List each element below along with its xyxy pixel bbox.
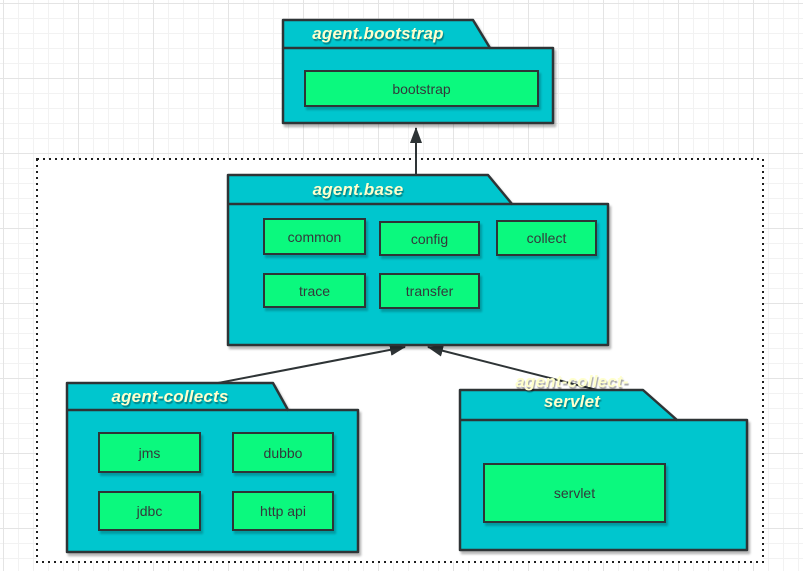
- dependency-arrows: [217, 127, 602, 392]
- module-http-api[interactable]: http api: [232, 491, 334, 531]
- module-common[interactable]: common: [263, 218, 366, 255]
- module-jms[interactable]: jms: [98, 432, 201, 473]
- module-transfer[interactable]: transfer: [379, 273, 480, 309]
- package-agent-collects-title: agent-collects: [111, 386, 229, 406]
- package-agent-bootstrap-title: agent.bootstrap: [312, 24, 444, 43]
- module-config[interactable]: config: [379, 221, 480, 256]
- module-collect[interactable]: collect: [496, 220, 597, 256]
- package-agent-collect-servlet-title: agent-collect-servlet: [515, 372, 629, 411]
- module-trace[interactable]: trace: [263, 273, 366, 308]
- arrow-collects-to-base[interactable]: [217, 343, 406, 384]
- package-agent-base-title: agent.base: [312, 179, 404, 199]
- arrow-collect-servlet-to-base[interactable]: [427, 344, 602, 392]
- module-bootstrap[interactable]: bootstrap: [304, 70, 539, 107]
- module-dubbo[interactable]: dubbo: [232, 432, 334, 473]
- module-jdbc[interactable]: jdbc: [98, 491, 201, 531]
- module-servlet[interactable]: servlet: [483, 463, 666, 523]
